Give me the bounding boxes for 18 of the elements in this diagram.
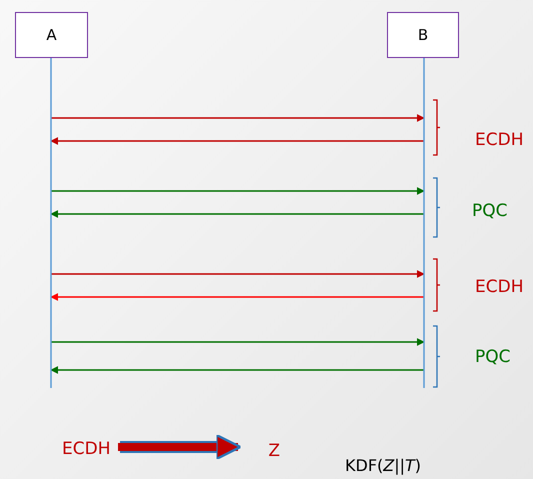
message-arrow — [50, 210, 424, 218]
formula-text: KDF(Z||T) — [345, 456, 422, 475]
message-arrow — [50, 366, 424, 374]
participant-box: A — [15, 12, 88, 58]
label-text: Z — [238, 438, 280, 464]
participant-box: B — [387, 12, 459, 58]
protocol-label: PQC — [475, 347, 511, 367]
protocol-label: PQC — [472, 201, 508, 221]
block-arrow — [118, 434, 242, 460]
protocol-label: ECDH — [475, 130, 524, 150]
label-text: ECDH — [62, 436, 118, 462]
protocol-label: ECDH — [475, 277, 524, 297]
message-arrow — [51, 338, 425, 346]
message-arrow — [51, 114, 425, 122]
message-arrow — [50, 293, 424, 301]
message-arrow — [51, 187, 425, 195]
message-arrow — [50, 137, 424, 145]
message-arrow — [51, 270, 425, 278]
